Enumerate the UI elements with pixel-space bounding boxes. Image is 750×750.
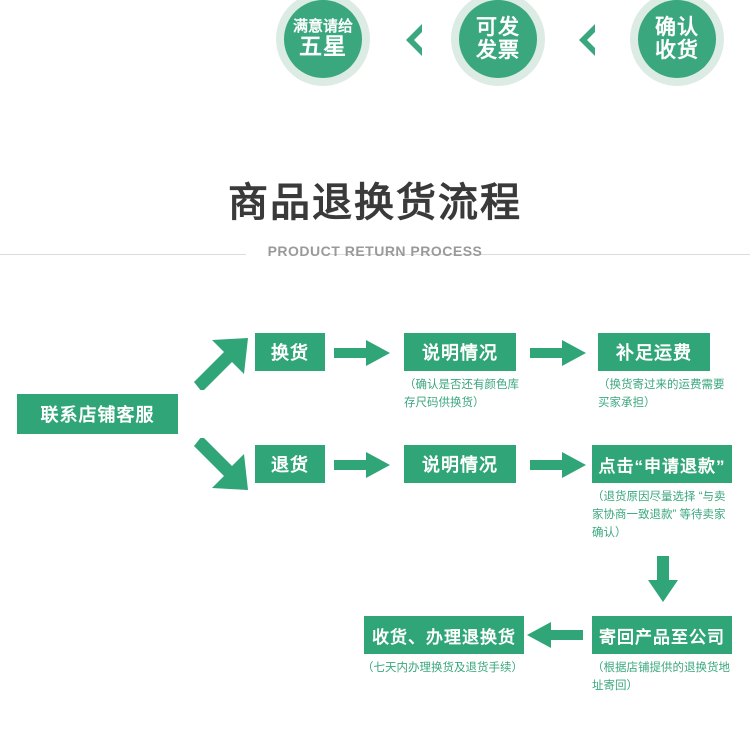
- flow-note-apply-refund: （退货原因尽量选择 “与卖家协商一致退款” 等待卖家确认）: [592, 491, 726, 539]
- chevron-left-icon: [579, 24, 595, 56]
- flow-box-contact-service: 联系店铺客服: [17, 394, 178, 434]
- flow-box-explain-situation-exchange: 说明情况: [404, 333, 516, 371]
- chevron-left-icon: [406, 24, 422, 56]
- flow-box-return: 退货: [255, 445, 325, 483]
- circle-line2: 收货: [655, 38, 699, 62]
- circle-line2: 五星: [299, 33, 347, 60]
- flow-note-pay-shipping: （换货寄过来的运费需要买家承担）: [598, 379, 725, 409]
- circle-line1: 可发: [476, 16, 520, 40]
- flow-note-explain-situation-exchange: （确认是否还有颜色库存尺码供换货）: [404, 379, 519, 409]
- circle-line2: 发票: [476, 38, 520, 62]
- page-subtitle: PRODUCT RETURN PROCESS: [267, 243, 483, 259]
- arrow-right-icon: [334, 452, 390, 478]
- circle-line1: 确认: [655, 16, 699, 40]
- flow-box-apply-refund: 点击“申请退款”: [592, 445, 732, 483]
- arrow-right-icon: [530, 452, 586, 478]
- flow-box-explain-situation-return: 说明情况: [404, 445, 516, 483]
- flow-box-receive-and-process: 收货、办理退换货: [364, 616, 524, 654]
- flow-box-pay-shipping: 补足运费: [598, 333, 710, 371]
- arrow-left-icon: [527, 622, 583, 648]
- arrow-down-icon: [648, 556, 678, 602]
- status-circle-confirm-receipt: 确认 收货: [630, 0, 724, 86]
- status-circle-invoice: 可发 发票: [451, 0, 545, 86]
- circle-line1: 满意请给: [292, 18, 353, 36]
- arrow-right-icon: [530, 340, 586, 366]
- subtitle-row: PRODUCT RETURN PROCESS: [0, 243, 750, 265]
- flow-note-receive-and-process: （七天内办理换货及退货手续）: [362, 662, 523, 674]
- flow-note-send-back-to-company: （根据店铺提供的退换货地址寄回）: [592, 662, 730, 692]
- arrow-down-right-icon: [194, 438, 248, 490]
- top-status-band: 满意请给 五星 可发 发票 确认 收货: [0, 0, 750, 92]
- arrow-up-right-icon: [194, 338, 248, 390]
- page-title: 商品退换货流程: [228, 181, 522, 225]
- divider-left: [0, 254, 246, 255]
- arrow-right-icon: [334, 340, 390, 366]
- flow-box-send-back-to-company: 寄回产品至公司: [592, 616, 732, 654]
- status-circle-five-star: 满意请给 五星: [276, 0, 370, 86]
- flow-box-exchange: 换货: [255, 333, 325, 371]
- divider-right: [330, 254, 750, 255]
